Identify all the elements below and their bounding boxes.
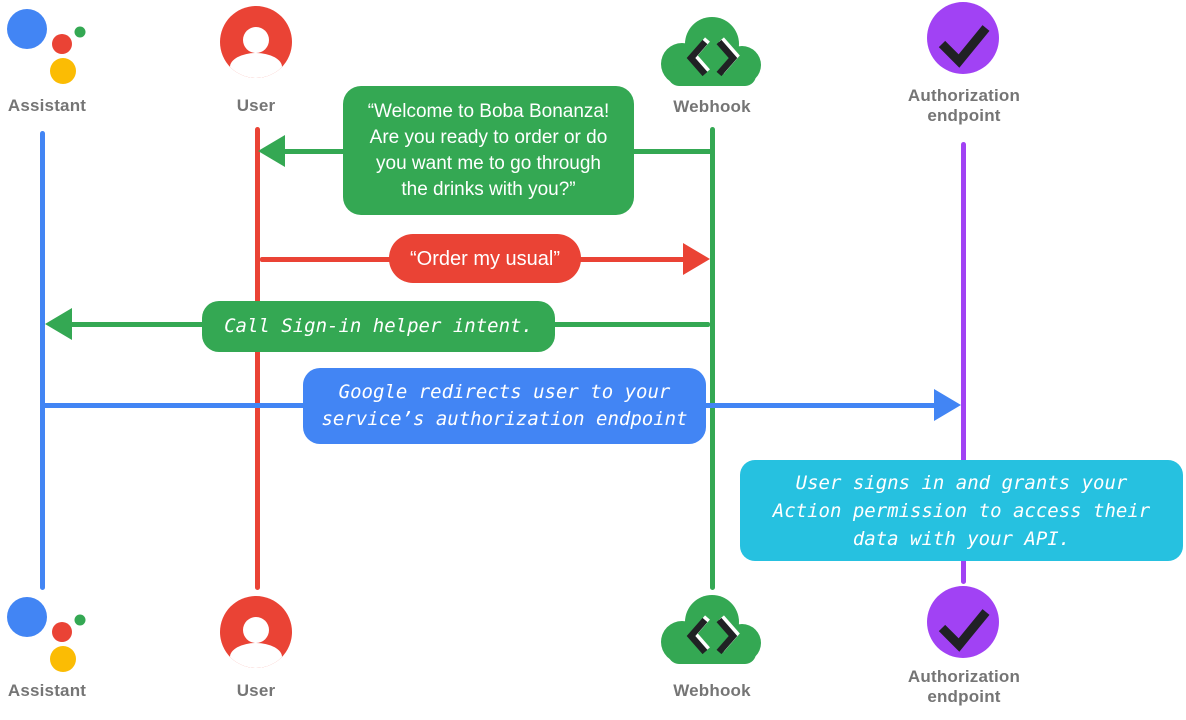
user-icon [220,596,292,668]
checkmark-icon [927,586,999,658]
message-order-my-usual-bubble: “Order my usual” [389,234,581,283]
message-google-redirects-bubble: Google redirects user to your service’s … [303,368,706,444]
arrowhead-right-icon [683,243,710,275]
arrowhead-left-icon [45,308,72,340]
user-icon [220,6,292,78]
assistant-label: Assistant [7,681,87,700]
checkmark-icon [927,2,999,74]
google-assistant-icon [7,597,86,672]
note-user-signs-in-bubble: User signs in and grants your Action per… [740,460,1183,561]
arrowhead-left-icon [258,135,285,167]
webhook-cloud-icon [661,595,761,664]
message-welcome-bubble: “Welcome to Boba Bonanza! Are you ready … [343,86,634,215]
assistant-lifeline [40,131,45,590]
assistant-label: Assistant [7,96,87,115]
webhook-label: Webhook [673,681,751,700]
webhook-label: Webhook [673,97,751,116]
user-label: User [236,96,276,115]
user-lifeline [255,127,260,590]
authorization-endpoint-label: Authorization endpoint [907,86,1021,125]
message-call-sign-in-helper-bubble: Call Sign-in helper intent. [202,301,555,352]
arrowhead-right-icon [934,389,961,421]
authorization-endpoint-label: Authorization endpoint [907,667,1021,706]
user-label: User [236,681,276,700]
google-assistant-icon [7,9,86,84]
authorization-endpoint-lifeline [961,142,966,584]
webhook-lifeline [710,127,715,590]
webhook-cloud-icon [661,17,761,86]
